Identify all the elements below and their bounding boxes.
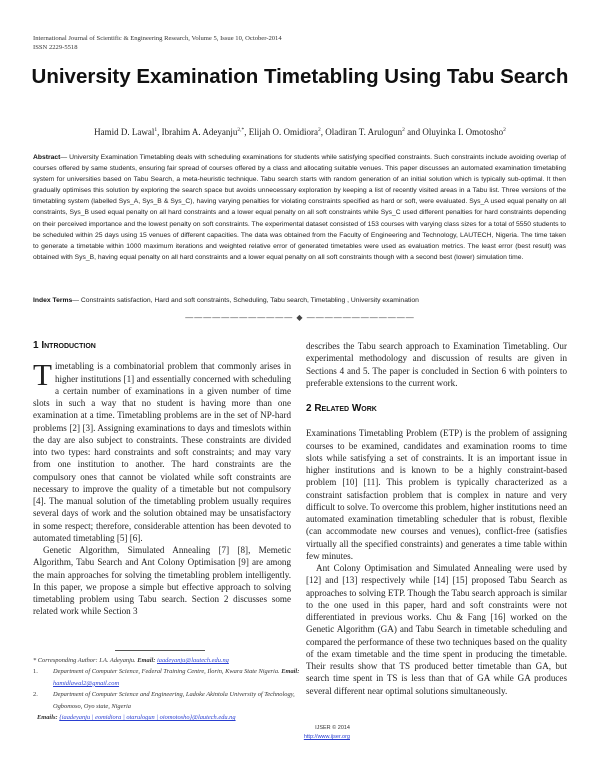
affiliation-number: 1. xyxy=(33,668,38,676)
abstract-dash: — xyxy=(60,154,70,161)
affiliation-number: 2. xyxy=(33,691,38,699)
drop-cap: T xyxy=(33,357,52,393)
email-label: Email: xyxy=(137,657,157,664)
author-list: Hamid D. Lawal1, Ibrahim A. Adeyanju2,*,… xyxy=(0,127,600,137)
journal-url-link[interactable]: http://www.ijser.org xyxy=(303,734,350,740)
author: Ibrahim A. Adeyanju xyxy=(161,127,238,137)
affiliation-1: 1. Department of Computer Science, Federa… xyxy=(33,666,303,689)
page-footer: IJSER © 2014 http://www.ijser.org xyxy=(250,724,350,742)
affiliation-2: 2. Department of Computer Science and Eng… xyxy=(33,689,303,712)
note-text: * Corresponding Author: I.A. Adeyanju. xyxy=(33,657,138,664)
section-heading-related-work: 2 Related Work xyxy=(306,403,377,414)
author: Oluyinka I. Omotosho xyxy=(422,127,504,137)
section-divider: ———————————— ◆ ———————————— xyxy=(185,313,415,322)
separator: , xyxy=(157,127,162,137)
footnotes: * Corresponding Author: I.A. Adeyanju. E… xyxy=(33,655,303,723)
paragraph: Ant Colony Optimisation and Simulated An… xyxy=(306,563,567,696)
author-affiliation: 2 xyxy=(402,127,405,133)
paper-title: University Examination Timetabling Using… xyxy=(31,65,569,88)
abstract-text: University Examination Timetabling deals… xyxy=(33,154,566,261)
paragraph-text: imetabling is a combinatorial problem th… xyxy=(33,361,291,543)
section-heading-introduction: 1 Introduction xyxy=(33,340,96,351)
index-terms: Index Terms— Constraints satisfaction, H… xyxy=(33,297,566,304)
paragraph: Genetic Algorithm, Simulated Annealing [… xyxy=(33,545,291,617)
author-affiliation: 2 xyxy=(503,127,506,133)
emails-label: Emails: xyxy=(37,714,60,722)
issn-line: ISSN 2229-5518 xyxy=(33,43,78,51)
author-affiliation: 2,* xyxy=(237,127,245,133)
abstract-label: Abstract xyxy=(33,154,61,161)
affiliation-text: Department of Computer Science and Engin… xyxy=(53,691,295,710)
paragraph: describes the Tabu search approach to Ex… xyxy=(306,341,567,388)
author: Elijah O. Omidiora xyxy=(248,127,318,137)
email-label: Email: xyxy=(281,668,300,676)
corresponding-author-note: * Corresponding Author: I.A. Adeyanju. E… xyxy=(33,655,303,666)
separator: , xyxy=(320,127,326,137)
emails-line: Emails: {iaadeyanju | eomidiora | otarul… xyxy=(33,712,303,723)
index-terms-label: Index Terms xyxy=(33,297,73,304)
corresponding-email-link[interactable]: iaadeyanju@lautech.edu.ng xyxy=(156,657,229,664)
footnote-rule xyxy=(115,650,205,651)
separator: , xyxy=(244,127,249,137)
index-terms-dash: — xyxy=(72,297,81,304)
index-terms-text: Constraints satisfaction, Hard and soft … xyxy=(80,297,419,304)
running-header: International Journal of Scientific & En… xyxy=(33,35,282,52)
affiliation-text: Department of Computer Science, Federal … xyxy=(53,668,282,676)
author: Oladiran T. Arulogun xyxy=(325,127,403,137)
copyright: IJSER © 2014 xyxy=(315,725,350,731)
email-link[interactable]: hamidlawal2@gmail.com xyxy=(53,679,120,687)
author-affiliation: 2 xyxy=(317,127,321,133)
journal-line: International Journal of Scientific & En… xyxy=(33,35,282,42)
right-column: describes the Tabu search approach to Ex… xyxy=(306,340,567,697)
abstract: Abstract— University Examination Timetab… xyxy=(33,152,566,263)
paragraph: Examinations Timetabling Problem (ETP) i… xyxy=(306,428,567,561)
author: Hamid D. Lawal xyxy=(94,127,155,137)
separator: and xyxy=(404,127,423,137)
author-affiliation: 1 xyxy=(154,127,158,133)
emails-link[interactable]: {iaadeyanju | eomidiora | otarulogun | o… xyxy=(59,714,236,722)
